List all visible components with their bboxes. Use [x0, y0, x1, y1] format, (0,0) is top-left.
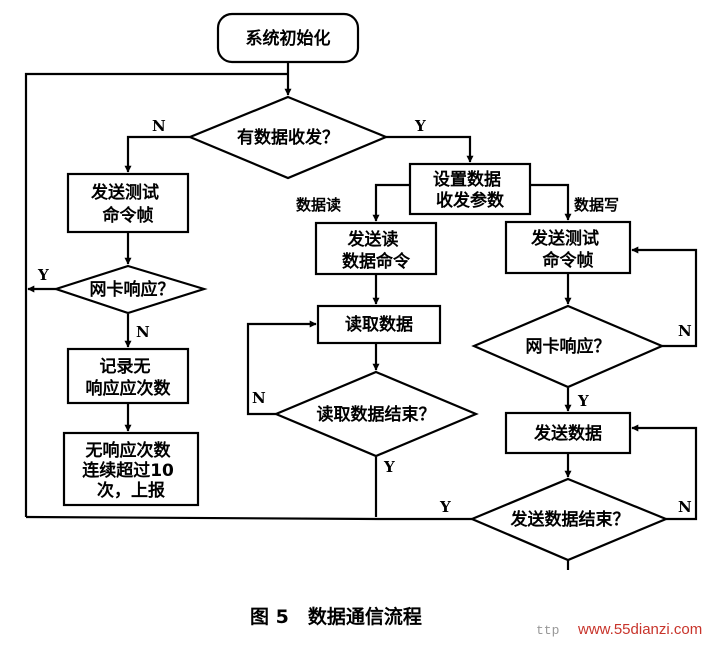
- edge-has-data-yes: [386, 135, 474, 163]
- decision-read-end-text: 读取数据结束？: [317, 404, 436, 425]
- decision-send-end-text: 发送数据结束？: [510, 509, 630, 530]
- node-read-data: 读取数据: [316, 304, 442, 345]
- node-report-text: 无响应次数 连续超过10 次，上报: [82, 440, 180, 501]
- label-has-data-yes: Y: [414, 117, 426, 135]
- label-nic-right-no: N: [678, 322, 692, 340]
- node-send-test-right: 发送测试 命令帧: [504, 220, 632, 275]
- node-record: 记录无 响应应次数: [66, 347, 190, 405]
- label-nic-left-yes: Y: [37, 266, 49, 284]
- node-send-test-left: 发送测试 命令帧: [66, 172, 190, 234]
- branch-labels: N Y Y N 数据读 数据写 N Y N Y N Y: [37, 117, 692, 516]
- node-read-data-text: 读取数据: [345, 314, 413, 335]
- label-send-end-yes: Y: [439, 498, 451, 516]
- connectors: [24, 62, 698, 570]
- label-send-end-no: N: [678, 498, 692, 516]
- watermark-site: www.55dianzi.com: [577, 621, 702, 638]
- node-record-text: 记录无 响应应次数: [86, 357, 172, 399]
- edge-nic-right-no: [631, 246, 698, 348]
- decision-has-data-text: 有数据收发？: [237, 127, 339, 148]
- node-set-params-text: 设置数据 收发参数: [433, 169, 507, 211]
- node-send-data-text: 发送数据: [533, 423, 602, 444]
- label-nic-left-no: N: [136, 323, 150, 341]
- label-read-end-yes: Y: [383, 458, 395, 476]
- edge-has-data-no: [124, 135, 190, 173]
- edge-main-loop: [24, 72, 288, 517]
- decision-nic-left: 网卡响应？: [52, 264, 208, 315]
- node-init-text: 系统初始化: [246, 28, 331, 49]
- watermark-prefix: ttp: [536, 623, 559, 638]
- decision-nic-left-text: 网卡响应？: [90, 279, 175, 300]
- node-send-test-left-text: 发送测试 命令帧: [90, 182, 165, 226]
- label-read-end-no: N: [252, 389, 266, 407]
- edge-send-end-no: [631, 424, 698, 521]
- label-nic-right-yes: Y: [577, 392, 589, 410]
- label-data-read: 数据读: [296, 196, 341, 214]
- node-send-test-right-text: 发送测试 命令帧: [530, 228, 605, 271]
- decision-send-end: 发送数据结束？: [469, 477, 669, 562]
- edge-read-end-no: [246, 320, 317, 416]
- edge-send-end-yes: [25, 515, 472, 521]
- node-send-data: 发送数据: [504, 411, 632, 455]
- node-report: 无响应次数 连续超过10 次，上报: [62, 431, 200, 507]
- label-data-write: 数据写: [574, 196, 619, 214]
- node-init: 系统初始化: [216, 12, 360, 64]
- edge-data-read: [372, 183, 410, 222]
- node-send-read-text: 发送读 数据命令: [342, 229, 411, 272]
- decision-has-data: 有数据收发？: [187, 95, 389, 180]
- figure-caption: 图 5 数据通信流程: [250, 605, 422, 628]
- edge-data-write: [530, 183, 572, 221]
- decision-nic-right: 网卡响应？: [471, 304, 665, 389]
- node-send-read: 发送读 数据命令: [314, 221, 438, 276]
- label-has-data-no: N: [152, 117, 166, 135]
- decision-nic-right-text: 网卡响应？: [526, 336, 611, 357]
- decision-read-end: 读取数据结束？: [273, 370, 479, 458]
- node-set-params: 设置数据 收发参数: [408, 162, 532, 216]
